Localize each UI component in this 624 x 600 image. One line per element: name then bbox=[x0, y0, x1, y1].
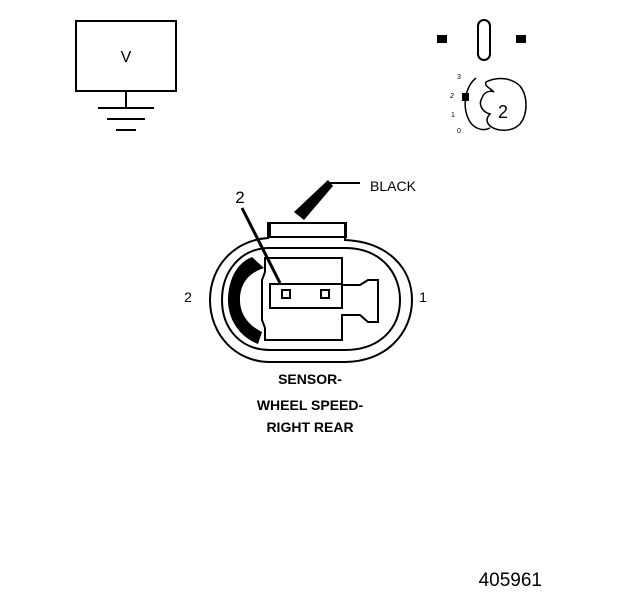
voltmeter-ground-symbol: V bbox=[75, 20, 177, 131]
color-callout: BLACK bbox=[294, 178, 417, 220]
rotary-selector-icon: 3 2 1 0 2 bbox=[449, 74, 527, 135]
position-0: 0 bbox=[457, 128, 461, 135]
caption-line-3: RIGHT REAR bbox=[266, 419, 353, 435]
pin-pointer: 2 bbox=[235, 188, 282, 284]
callout-arrowhead bbox=[294, 180, 333, 220]
color-label: BLACK bbox=[370, 178, 417, 194]
key-head bbox=[479, 77, 527, 131]
probe-pin-icon bbox=[437, 19, 526, 61]
connector-latch bbox=[269, 222, 347, 238]
key-number: 2 bbox=[498, 102, 508, 122]
pointer-line bbox=[240, 207, 282, 284]
caption-line-2: WHEEL SPEED- bbox=[257, 397, 364, 413]
pointer-label: 2 bbox=[235, 188, 244, 207]
voltmeter-label: V bbox=[121, 49, 132, 66]
position-2: 2 bbox=[449, 93, 454, 100]
connector-face bbox=[208, 222, 414, 363]
connector-inner-shell bbox=[220, 247, 402, 351]
dial-arc bbox=[464, 77, 491, 131]
pin-label-left: 2 bbox=[184, 289, 192, 305]
caption: SENSOR- WHEEL SPEED- RIGHT REAR bbox=[257, 371, 364, 435]
pin-label-right: 1 bbox=[419, 289, 427, 305]
position-3: 3 bbox=[457, 74, 461, 81]
probe-square-left bbox=[437, 35, 447, 43]
dial-indicator bbox=[462, 93, 469, 101]
connector-outer-shell bbox=[208, 222, 414, 363]
terminal-pin-2 bbox=[281, 289, 291, 299]
housing-band-left bbox=[228, 257, 264, 344]
terminal-slot bbox=[269, 283, 343, 309]
figure-number: 405961 bbox=[479, 570, 542, 591]
probe-slot bbox=[477, 19, 491, 61]
terminal-pin-1 bbox=[320, 289, 330, 299]
pin-cavity-body bbox=[261, 257, 379, 341]
caption-line-1: SENSOR- bbox=[278, 371, 342, 387]
position-1: 1 bbox=[451, 112, 455, 119]
probe-square-right bbox=[516, 35, 526, 43]
